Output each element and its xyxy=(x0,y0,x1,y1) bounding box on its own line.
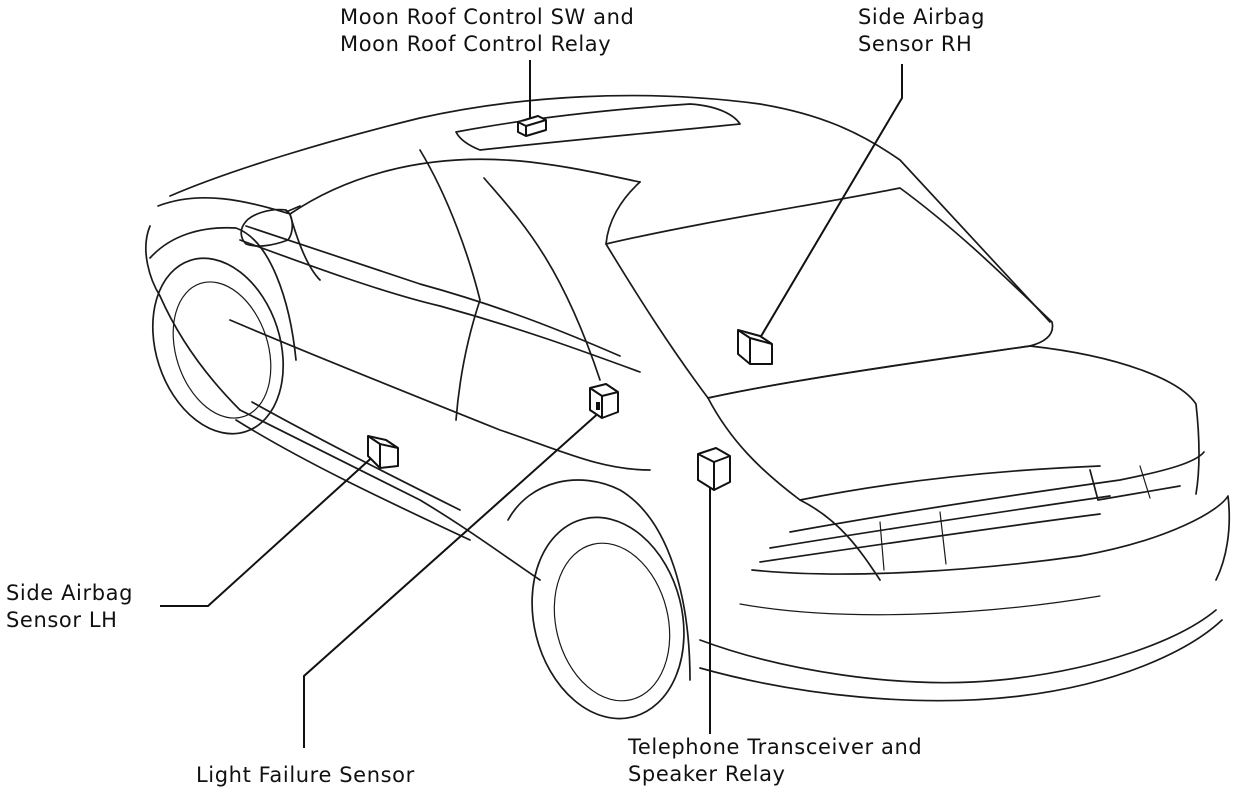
leader-light-failure xyxy=(303,409,603,748)
side-airbag-sensor-rh-marker xyxy=(737,329,773,365)
label-telephone-line2: Speaker Relay xyxy=(628,762,786,786)
car-illustration xyxy=(145,94,1231,720)
component-markers xyxy=(367,115,773,491)
label-side-airbag-lh-line1: Side Airbag xyxy=(6,581,134,605)
label-moon-roof-line2: Moon Roof Control Relay xyxy=(340,32,612,56)
label-light-failure-line1: Light Failure Sensor xyxy=(196,763,415,787)
light-failure-sensor-marker xyxy=(589,383,619,419)
label-moon-roof-line1: Moon Roof Control SW and xyxy=(340,5,635,29)
label-side-airbag-sensor-lh: Side Airbag Sensor LH xyxy=(6,580,133,634)
telephone-transceiver-relay-marker xyxy=(697,447,731,491)
label-side-airbag-sensor-rh: Side Airbag Sensor RH xyxy=(858,4,985,58)
leader-lines xyxy=(160,60,903,748)
label-telephone-transceiver: Telephone Transceiver and Speaker Relay xyxy=(628,734,922,788)
label-moon-roof-control: Moon Roof Control SW and Moon Roof Contr… xyxy=(340,4,634,58)
side-airbag-sensor-lh-marker xyxy=(367,435,399,469)
label-side-airbag-rh-line2: Sensor RH xyxy=(858,32,973,56)
leader-side-airbag-rh xyxy=(759,64,903,339)
leader-side-airbag-lh xyxy=(160,451,379,607)
label-telephone-line1: Telephone Transceiver and xyxy=(628,735,923,759)
label-side-airbag-rh-line1: Side Airbag xyxy=(858,5,986,29)
label-light-failure-sensor: Light Failure Sensor xyxy=(196,762,415,789)
moon-roof-control-relay-marker xyxy=(517,115,547,137)
label-side-airbag-lh-line2: Sensor LH xyxy=(6,608,118,632)
